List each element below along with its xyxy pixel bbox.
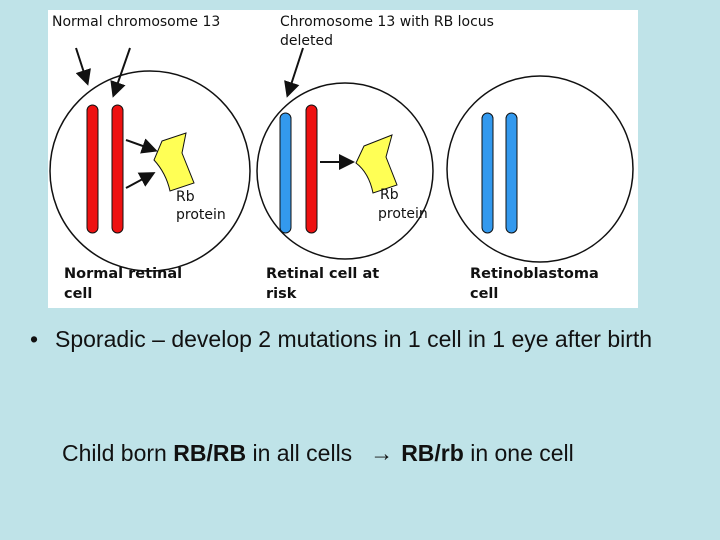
bullet-text: Sporadic – develop 2 mutations in 1 cell… bbox=[55, 326, 653, 352]
genotype-rb-mutant: RB/rb bbox=[401, 440, 464, 466]
genotype-rb-rb: RB/RB bbox=[173, 440, 247, 466]
deleted-chromosome-3b bbox=[505, 112, 518, 234]
pointer-arrow-1b bbox=[110, 47, 131, 98]
cell-label-1-line1: Normal retinal bbox=[64, 266, 182, 282]
cell-label-3-line2: cell bbox=[470, 286, 498, 302]
cell-label-2-line2: risk bbox=[266, 286, 297, 302]
label-normal-chromosome: Normal chromosome 13 bbox=[52, 14, 220, 30]
protein-label-2-line2: protein bbox=[378, 206, 428, 222]
protein-arrow-1b bbox=[125, 172, 156, 189]
normal-chromosome-1a bbox=[86, 104, 99, 234]
cell-membrane-3 bbox=[446, 75, 634, 263]
chromosome-diagram: Normal chromosome 13 Chromosome 13 with … bbox=[48, 10, 638, 308]
cell-label-3-line1: Retinoblastoma bbox=[470, 266, 599, 282]
label-deleted-chromosome-line1: Chromosome 13 with RB locus bbox=[280, 14, 494, 30]
cell-membrane-1 bbox=[49, 70, 251, 272]
rb-protein-1 bbox=[153, 132, 195, 192]
cell-normal-retinal: Rb protein bbox=[49, 47, 251, 272]
bullet-point: • Sporadic – develop 2 mutations in 1 ce… bbox=[30, 324, 690, 354]
genotype-middle: in all cells bbox=[246, 440, 353, 466]
cell-retinoblastoma bbox=[446, 75, 634, 263]
protein-label-1-line1: Rb bbox=[176, 189, 195, 205]
pointer-arrow-2 bbox=[284, 47, 304, 98]
normal-chromosome-1b bbox=[111, 104, 124, 234]
rb-protein-2 bbox=[355, 134, 398, 194]
cell-at-risk: Rb protein bbox=[256, 47, 434, 260]
genotype-prefix: Child born bbox=[62, 440, 174, 466]
cell-membrane-2 bbox=[256, 82, 434, 260]
bullet-marker: • bbox=[30, 326, 39, 352]
normal-chromosome-2 bbox=[305, 104, 318, 234]
deleted-chromosome-2 bbox=[279, 112, 292, 234]
deleted-chromosome-3a bbox=[481, 112, 494, 234]
right-arrow-icon: → bbox=[370, 440, 394, 466]
diagram-svg: Normal chromosome 13 Chromosome 13 with … bbox=[49, 14, 634, 302]
label-deleted-chromosome-line2: deleted bbox=[280, 33, 333, 49]
cell-label-2-line1: Retinal cell at bbox=[266, 266, 379, 282]
cell-label-1-line2: cell bbox=[64, 286, 92, 302]
pointer-arrow-1a bbox=[75, 47, 91, 86]
genotype-suffix: in one cell bbox=[463, 440, 574, 466]
protein-arrow-1a bbox=[125, 138, 158, 154]
genotype-statement: Child born RB/RB in all cells → RB/rb in o… bbox=[62, 438, 702, 468]
protein-label-2-line1: Rb bbox=[380, 187, 399, 203]
protein-label-1-line2: protein bbox=[176, 207, 226, 223]
